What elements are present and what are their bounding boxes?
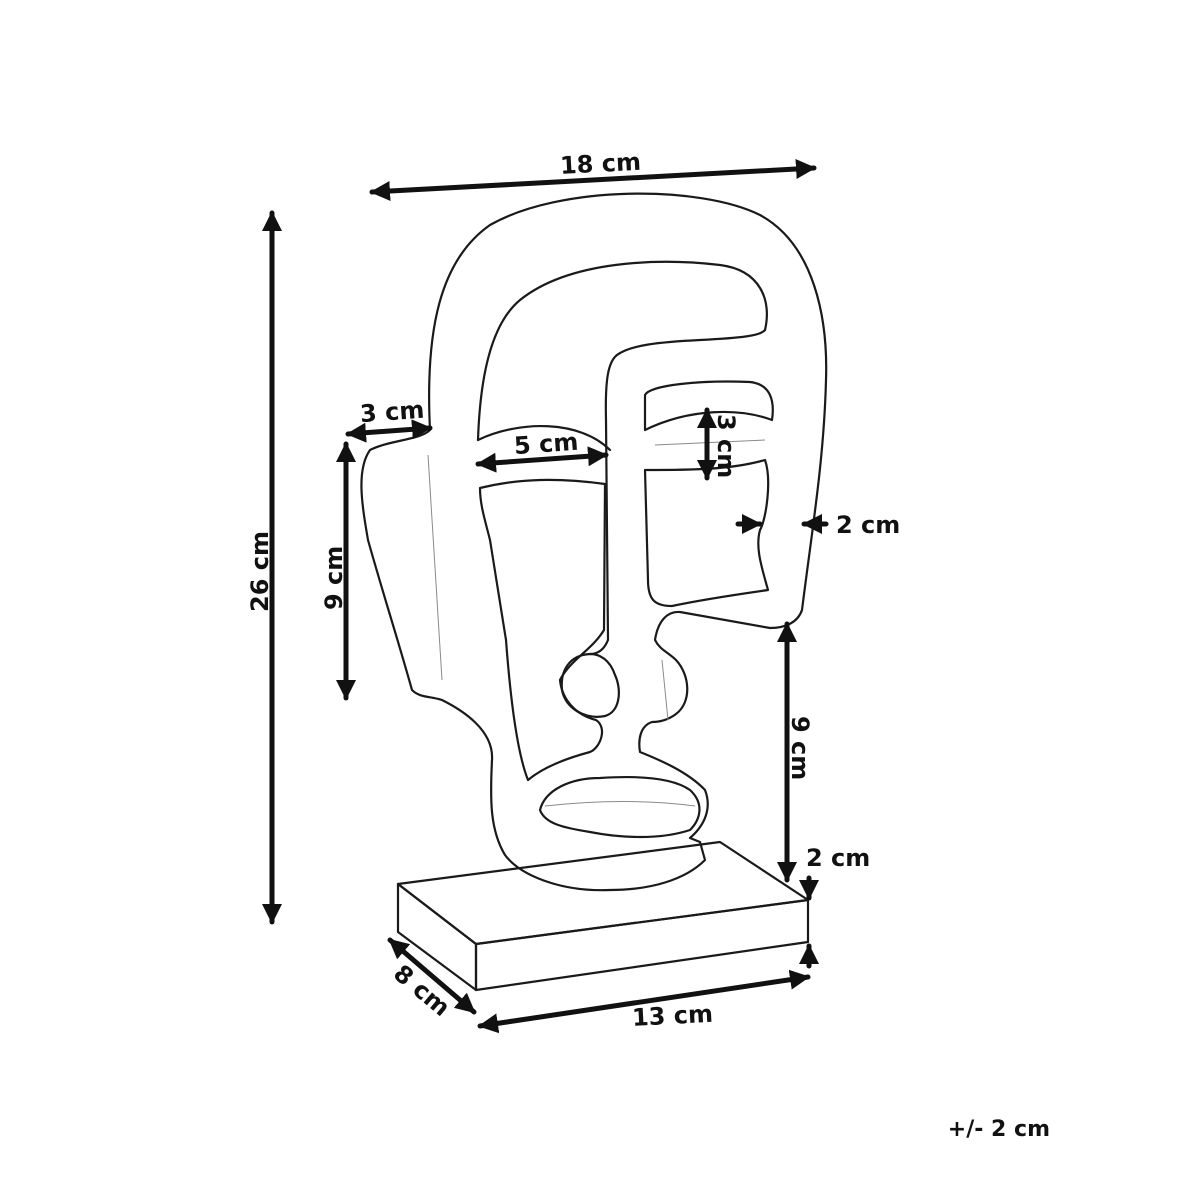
neck-height-label: 9 cm (786, 716, 814, 780)
dimension-labels: 18 cm 26 cm 3 cm 9 cm 5 cm 3 cm 2 cm 9 c… (246, 148, 900, 1032)
nose-bridge-loop (588, 328, 767, 656)
left-cheek-window (478, 478, 607, 782)
base-block (396, 840, 810, 992)
eye-height-label: 3 cm (712, 414, 740, 478)
lip-line (544, 801, 696, 807)
ear-detail-line (427, 454, 443, 681)
forehead-loop (476, 260, 768, 442)
base-top-face (396, 840, 810, 946)
lips (538, 775, 701, 839)
head-outline (360, 192, 828, 892)
base-height-label: 2 cm (806, 844, 870, 872)
face-width-arrow (369, 158, 817, 202)
base-depth-arrow (387, 937, 477, 1015)
face-width-label: 18 cm (559, 148, 641, 180)
right-cheek-window (643, 458, 770, 608)
ear-height-label: 9 cm (320, 546, 348, 610)
base-side-face (396, 882, 478, 992)
left-eye-lid (476, 424, 612, 452)
tolerance-note: +/- 2 cm (947, 1117, 1050, 1142)
eye-width-label: 5 cm (513, 428, 579, 460)
dimension-lines (262, 158, 829, 1034)
nose-detail-line (661, 659, 669, 721)
eye-width-arrow (475, 446, 609, 473)
base-front-face (474, 898, 810, 992)
base-width-arrow (477, 969, 811, 1034)
face-sculpture (360, 192, 828, 892)
eye-detail-line (654, 439, 766, 446)
ear-width-arrow (345, 419, 433, 443)
total-height-label: 26 cm (246, 531, 274, 612)
base-width-label: 13 cm (631, 1000, 713, 1032)
ear-width-label: 3 cm (359, 396, 425, 428)
nose (560, 652, 620, 718)
frame-thickness-label: 2 cm (836, 511, 900, 539)
right-eye-window (643, 380, 774, 432)
